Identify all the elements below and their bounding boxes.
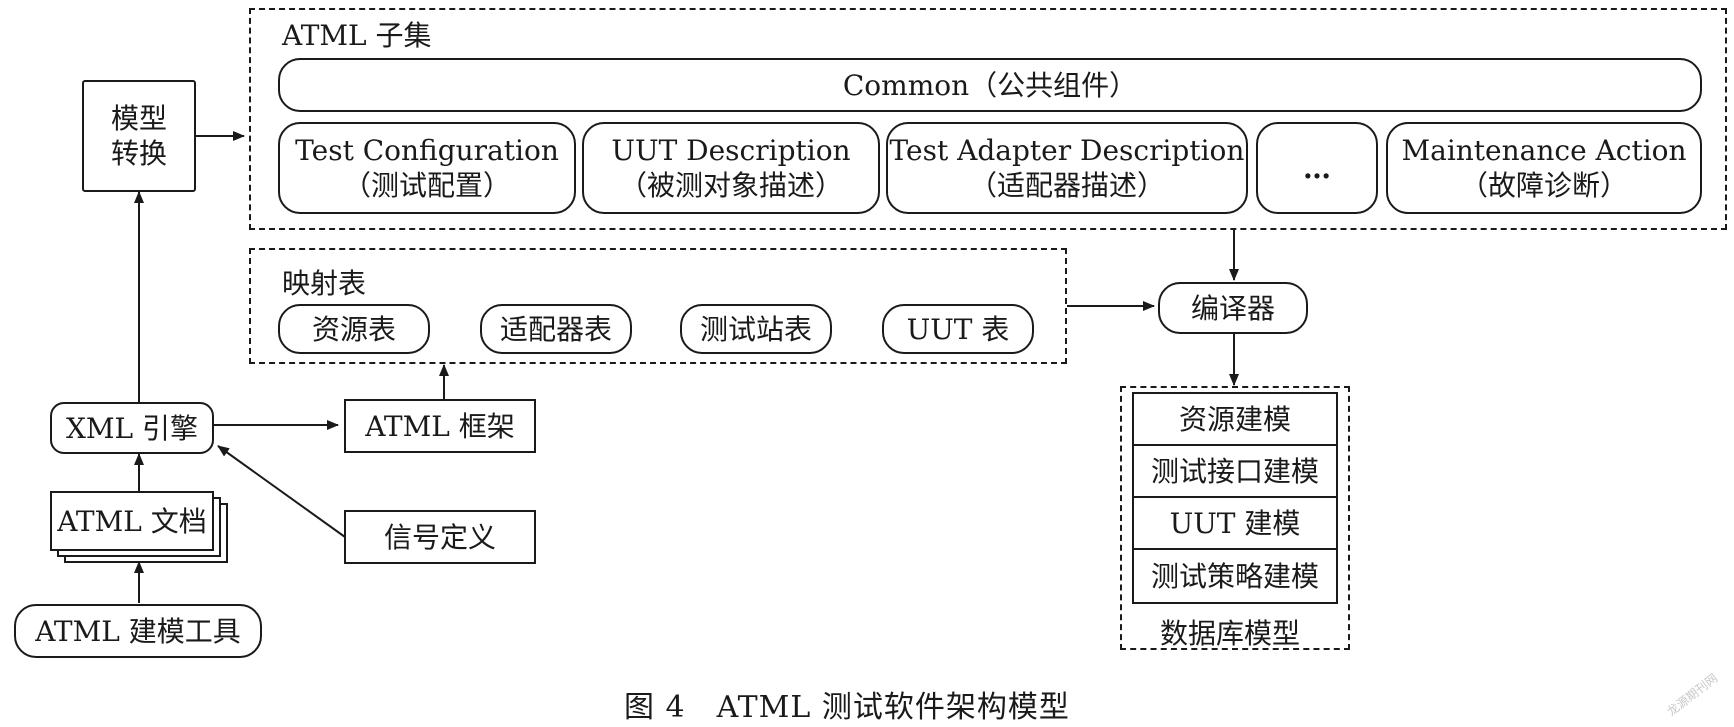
- signal-definition-label: 信号定义: [383, 520, 496, 554]
- test-adapter-description-subtitle: （适配器描述）: [968, 169, 1165, 202]
- database-model-group: [1120, 386, 1350, 650]
- atml-subset-group: [249, 8, 1727, 230]
- signal-definition-box[interactable]: 信号定义: [344, 510, 536, 564]
- database-row-test-strategy[interactable]: 测试策略建模: [1134, 550, 1336, 602]
- model-conversion-line2: 转换: [110, 137, 167, 170]
- database-row-uut[interactable]: UUT 建模: [1134, 498, 1336, 550]
- uut-description-title: UUT Description: [611, 134, 851, 167]
- mapping-item-uut-label: UUT 表: [906, 312, 1010, 346]
- maintenance-action-component[interactable]: Maintenance Action （故障诊断）: [1386, 122, 1702, 214]
- atml-modeling-tool-box[interactable]: ATML 建模工具: [14, 604, 262, 658]
- common-component[interactable]: Common（公共组件）: [278, 58, 1702, 112]
- atml-subset-title: ATML 子集: [282, 19, 432, 52]
- mapping-table-title: 映射表: [282, 267, 367, 300]
- compiler-label: 编译器: [1190, 291, 1275, 325]
- database-row-test-strategy-label: 测试策略建模: [1150, 559, 1319, 593]
- model-conversion-line1: 模型: [110, 102, 167, 135]
- xml-engine-label: XML 引擎: [65, 411, 199, 445]
- mapping-item-station-label: 测试站表: [699, 312, 812, 346]
- database-row-test-interface-label: 测试接口建模: [1150, 454, 1319, 488]
- maintenance-action-subtitle: （故障诊断）: [1459, 169, 1628, 202]
- mapping-item-adapter-label: 适配器表: [499, 312, 612, 346]
- model-conversion-box[interactable]: 模型 转换: [82, 80, 196, 192]
- test-adapter-description-component[interactable]: Test Adapter Description （适配器描述）: [886, 122, 1248, 214]
- atml-document-box[interactable]: ATML 文档: [50, 491, 214, 551]
- database-model-stack: 资源建模 测试接口建模 UUT 建模 测试策略建模: [1132, 392, 1338, 604]
- mapping-item-station[interactable]: 测试站表: [680, 304, 832, 354]
- atml-document-label: ATML 文档: [57, 504, 207, 538]
- atml-framework-box[interactable]: ATML 框架: [344, 399, 536, 453]
- uut-description-component[interactable]: UUT Description （被测对象描述）: [582, 122, 880, 214]
- database-row-resource-label: 资源建模: [1178, 402, 1291, 436]
- database-row-test-interface[interactable]: 测试接口建模: [1134, 446, 1336, 498]
- database-row-uut-label: UUT 建模: [1169, 506, 1301, 540]
- test-configuration-title: Test Configuration: [295, 134, 559, 167]
- maintenance-action-title: Maintenance Action: [1401, 134, 1687, 167]
- test-configuration-subtitle: （测试配置）: [342, 169, 511, 202]
- test-adapter-description-title: Test Adapter Description: [889, 134, 1245, 167]
- atml-modeling-tool-label: ATML 建模工具: [35, 614, 241, 648]
- test-configuration-component[interactable]: Test Configuration （测试配置）: [278, 122, 576, 214]
- arrow-signal-to-engine: [217, 445, 346, 538]
- mapping-table-group: [249, 248, 1067, 364]
- database-row-resource[interactable]: 资源建模: [1134, 394, 1336, 446]
- figure-caption: 图 4 ATML 测试软件架构模型: [624, 690, 1070, 725]
- mapping-item-resource[interactable]: 资源表: [278, 304, 430, 354]
- mapping-item-uut[interactable]: UUT 表: [882, 304, 1034, 354]
- uut-description-subtitle: （被测对象描述）: [618, 169, 843, 202]
- mapping-item-adapter[interactable]: 适配器表: [480, 304, 632, 354]
- xml-engine-box[interactable]: XML 引擎: [50, 402, 214, 454]
- ellipsis-label: …: [1303, 151, 1331, 185]
- database-model-title: 数据库模型: [1160, 617, 1301, 650]
- common-component-label: Common（公共组件）: [842, 68, 1138, 102]
- atml-framework-label: ATML 框架: [365, 409, 515, 443]
- compiler-box[interactable]: 编译器: [1158, 282, 1308, 334]
- ellipsis-component[interactable]: …: [1256, 122, 1378, 214]
- mapping-item-resource-label: 资源表: [311, 312, 396, 346]
